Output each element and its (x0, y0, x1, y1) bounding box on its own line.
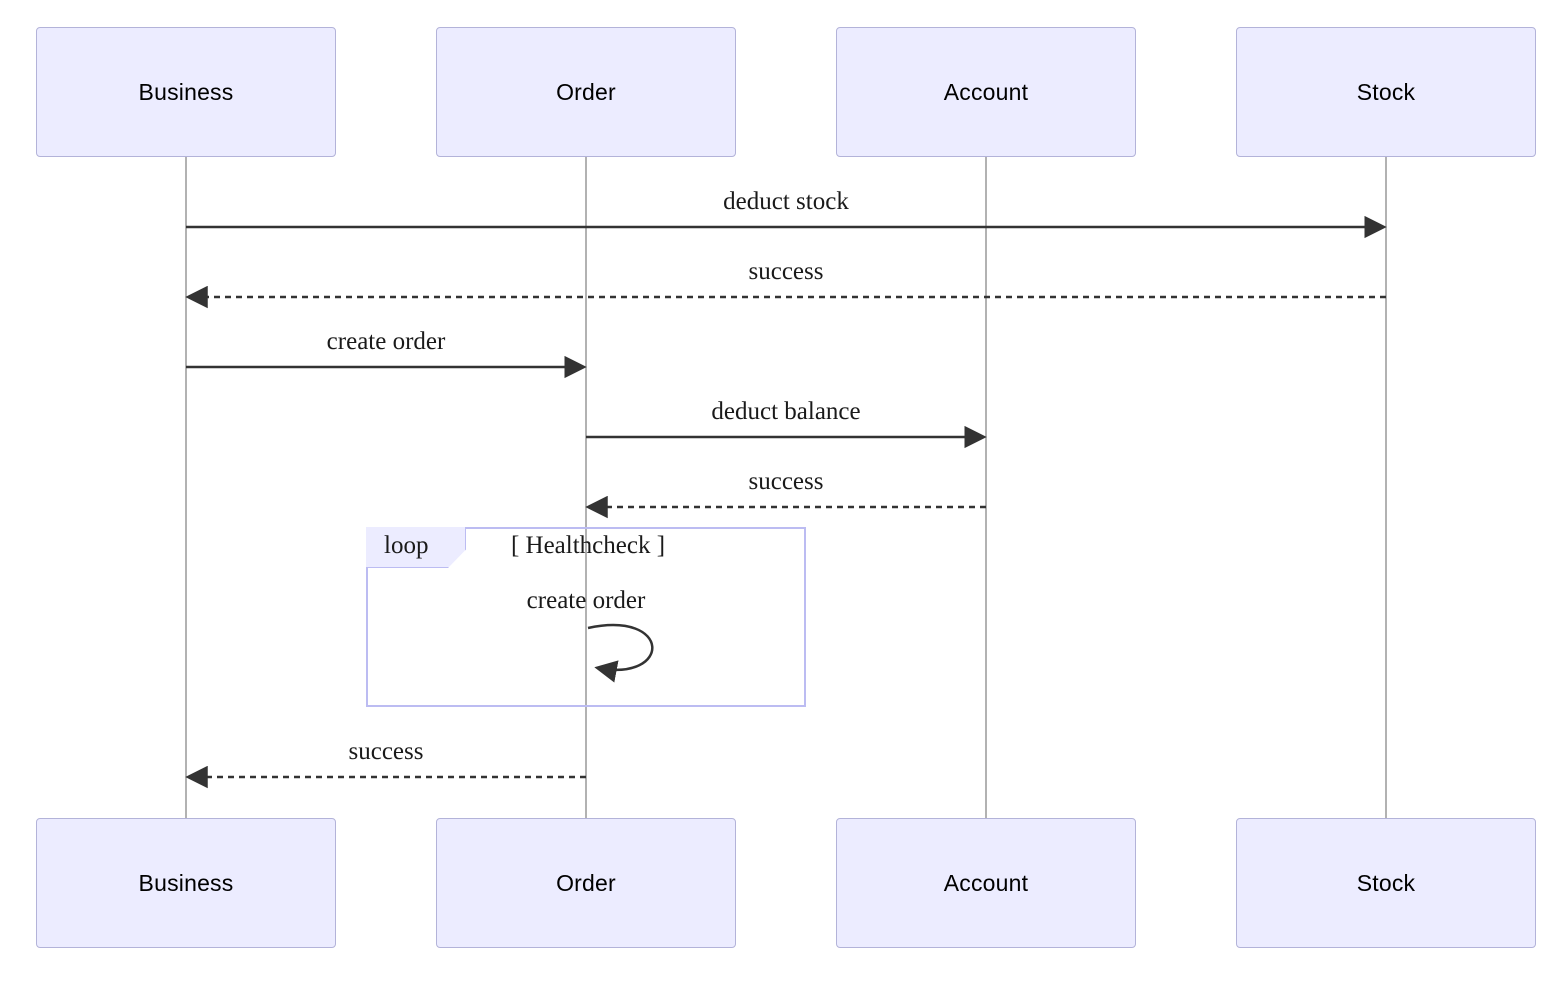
message-label-self-create-order: create order (526, 587, 646, 614)
actor-order-top: Order (436, 27, 736, 157)
actor-order-label: Order (556, 869, 616, 896)
message-label-success-account: success (748, 468, 824, 495)
actor-business-bottom: Business (36, 818, 336, 948)
actor-stock-top: Stock (1236, 27, 1536, 157)
actor-account-top: Account (836, 27, 1136, 157)
message-label-success-order: success (348, 738, 424, 765)
actor-business-label: Business (138, 869, 234, 896)
message-label-deduct-balance: deduct balance (711, 398, 861, 425)
actor-order-bottom: Order (436, 818, 736, 948)
loop-fragment-box (366, 527, 806, 707)
actor-business-label: Business (138, 78, 234, 105)
loop-fragment-condition: [ Healthcheck ] (510, 532, 666, 559)
actor-account-label: Account (943, 78, 1029, 105)
arrow-self-create-order (587, 623, 654, 683)
message-label-success-stock: success (748, 258, 824, 285)
actor-stock-label: Stock (1356, 869, 1416, 896)
actor-account-bottom: Account (836, 818, 1136, 948)
message-label-create-order: create order (326, 328, 446, 355)
actor-stock-bottom: Stock (1236, 818, 1536, 948)
actor-business-top: Business (36, 27, 336, 157)
actor-stock-label: Stock (1356, 78, 1416, 105)
actor-order-label: Order (556, 78, 616, 105)
loop-fragment-tab: loop (366, 527, 466, 568)
message-label-deduct-stock: deduct stock (723, 188, 849, 215)
actor-account-label: Account (943, 869, 1029, 896)
